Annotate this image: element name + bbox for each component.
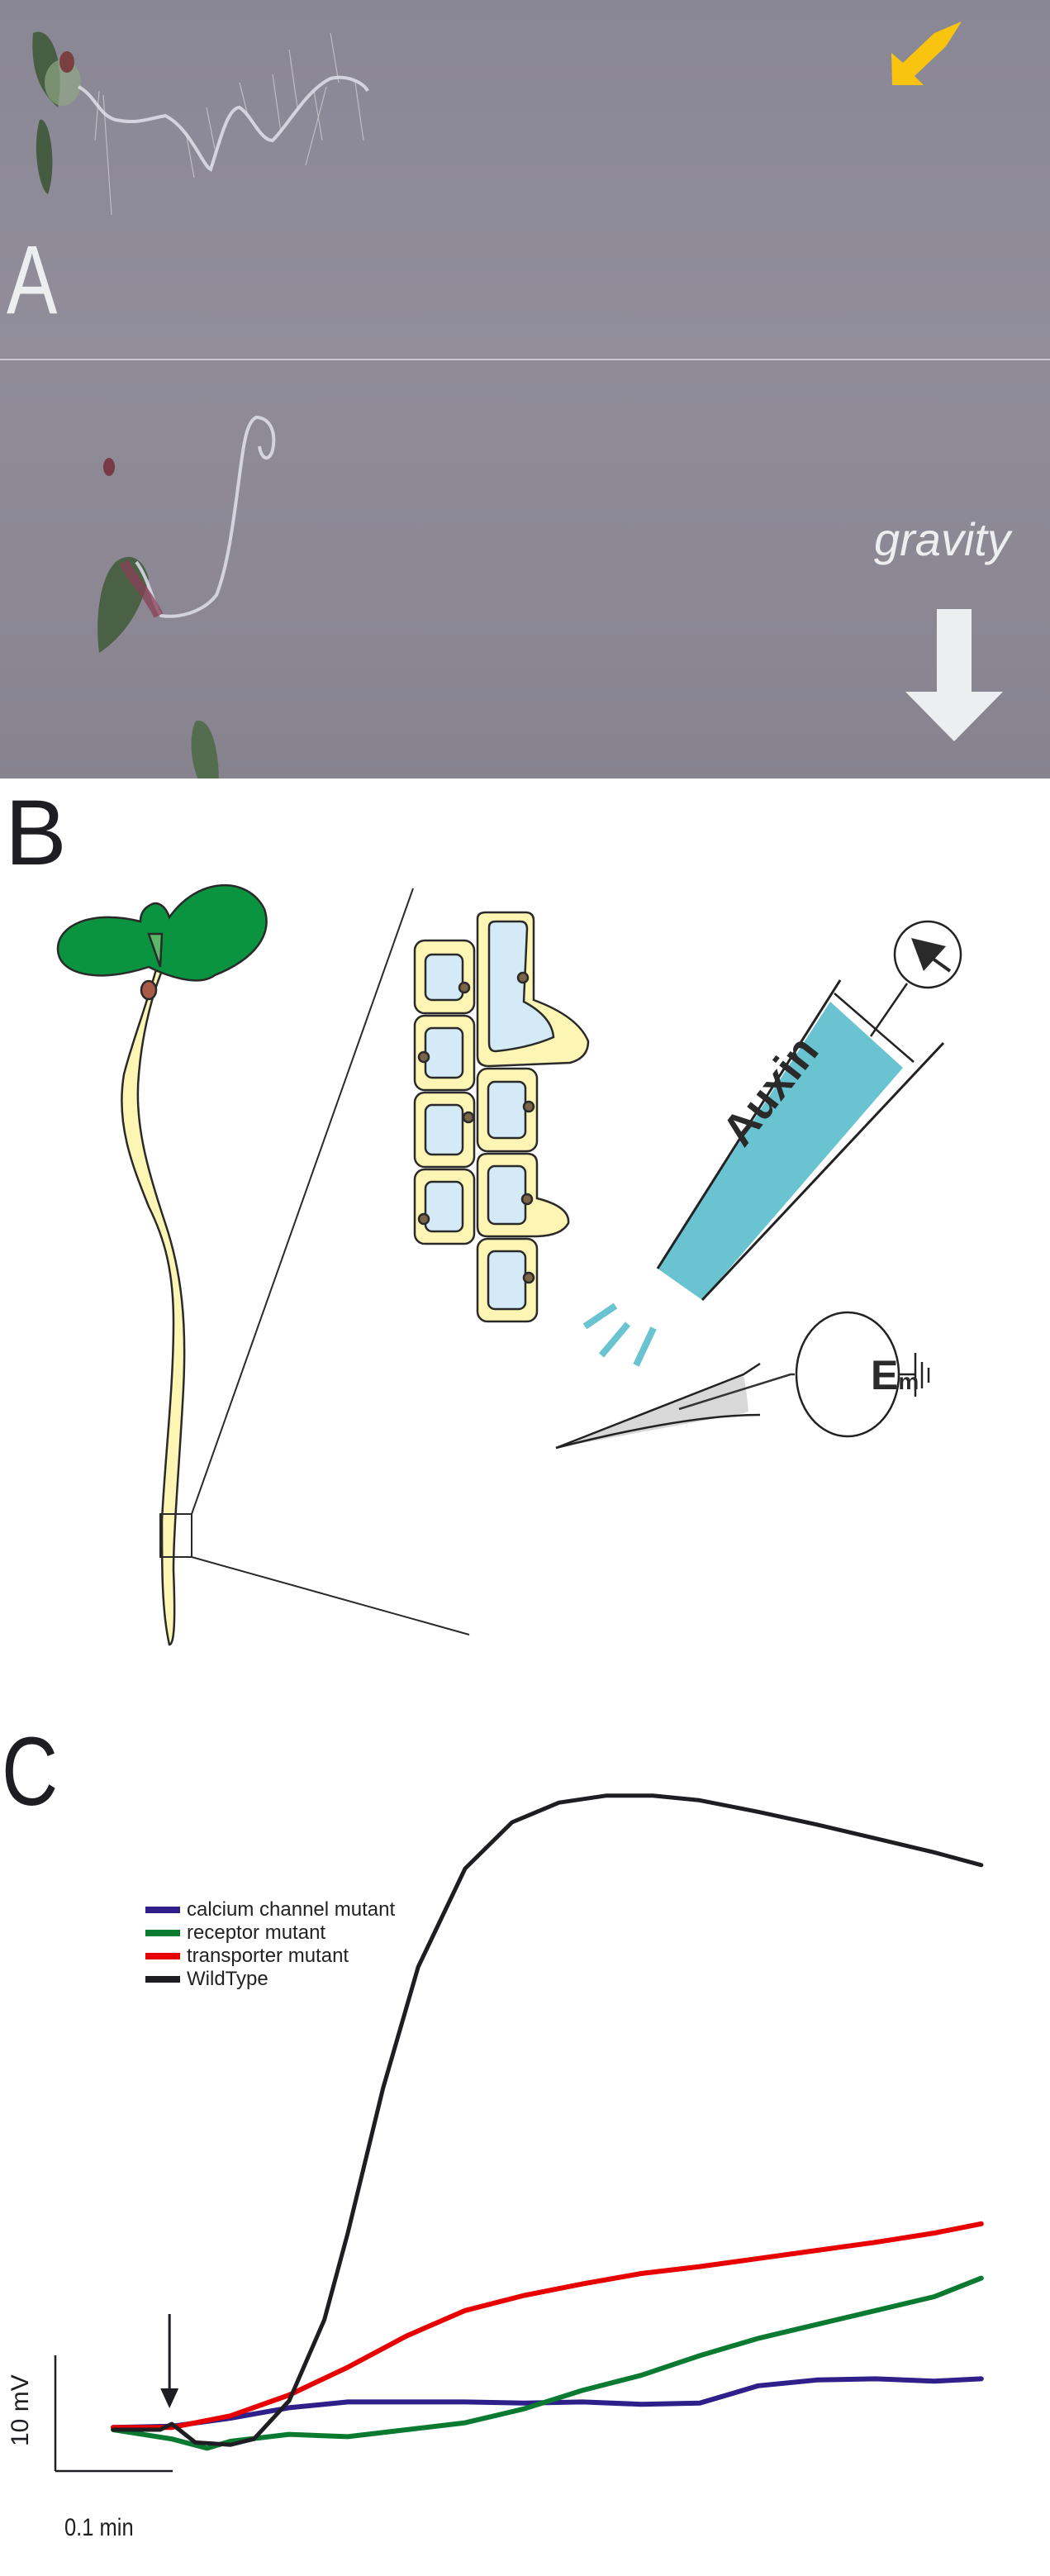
vacuole [424, 1103, 464, 1156]
shoot-apex [147, 932, 164, 968]
root-hairs [94, 32, 364, 216]
scale-bars [54, 2355, 173, 2473]
nucleus [520, 1193, 534, 1206]
nucleus [417, 1212, 430, 1226]
nucleus [458, 981, 471, 994]
panel-a-seedlings [32, 21, 1003, 779]
nucleus [522, 1271, 535, 1284]
legend-swatch [145, 1976, 180, 1983]
series-line-transporter-mutant [111, 2221, 984, 2431]
hypocotyl [119, 559, 164, 618]
legend-swatch [145, 1953, 180, 1959]
series-layer [111, 1793, 984, 2451]
vacuole [424, 1026, 464, 1079]
panel-c-chart [54, 1793, 984, 2473]
arrow-cursor-icon [911, 938, 946, 971]
chart-legend: calcium channel mutant receptor mutant t… [145, 1898, 395, 1991]
legend-label: transporter mutant [187, 1945, 349, 1967]
auxin-spray [582, 1302, 657, 1367]
seedling-diagram [56, 883, 268, 1646]
legend-item: calcium channel mutant [145, 1898, 395, 1921]
auxin-pipette [582, 920, 962, 1367]
vacuole [487, 920, 555, 1053]
gravity-label: gravity [874, 513, 1010, 565]
nucleus [462, 1111, 475, 1124]
zoom-line-top [191, 888, 414, 1515]
vacuole [487, 1164, 527, 1226]
cotyledon-leaf [36, 119, 53, 194]
nucleus [417, 1050, 430, 1064]
zoom-line-bottom [191, 1556, 470, 1636]
seed-coat [140, 979, 158, 1001]
root-cells [413, 911, 590, 1323]
series-line-wildtype [111, 1793, 984, 2447]
legend-item: WildType [145, 1968, 395, 1991]
membrane-potential-label: Em [871, 1351, 919, 1399]
vacuole [424, 1180, 464, 1233]
seedling-bottom [97, 415, 276, 779]
hypocotyl [45, 60, 81, 106]
stem [121, 954, 186, 1646]
panel-a-photo-bottom [0, 360, 1050, 779]
scale-bar-y-label: 10 mV [7, 2374, 34, 2446]
application-arrow-icon [160, 2388, 179, 2408]
legend-swatch [145, 1907, 180, 1913]
panel-letter-a: A [7, 226, 58, 335]
panel-letter-b: B [5, 781, 67, 884]
gravity-down-arrow-icon [905, 609, 1003, 741]
em-main: E [871, 1352, 899, 1398]
panel-a-divider [0, 359, 1050, 360]
legend-label: receptor mutant [187, 1921, 326, 1944]
nucleus [516, 971, 530, 984]
legend-label: WildType [187, 1968, 268, 1990]
em-subscript: m [898, 1369, 919, 1394]
annotation-layer [160, 2314, 179, 2408]
vacuole [487, 1250, 527, 1311]
panel-b-diagram [56, 883, 962, 1646]
panel-a-photo-top [0, 0, 1050, 359]
panel-letter-c: C [2, 1717, 59, 1826]
vacuole [424, 953, 464, 1002]
legend-item: transporter mutant [145, 1945, 395, 1968]
auxin-solution [658, 1002, 903, 1300]
legend-item: receptor mutant [145, 1921, 395, 1945]
root [135, 415, 276, 618]
electrode [555, 1311, 930, 1450]
cotyledon-leaf [191, 720, 219, 779]
scale-bar-x-label: 0.1 min [64, 2514, 134, 2541]
series-line-calcium-channel-mutant [111, 2376, 984, 2431]
nucleus [522, 1100, 535, 1113]
legend-swatch [145, 1930, 180, 1936]
seedling-top [32, 31, 369, 216]
vacuole [487, 1080, 527, 1140]
zoom-region-box [159, 1513, 192, 1558]
cotyledon [56, 883, 268, 982]
root-tip-arrow-icon [891, 21, 962, 85]
root [77, 75, 369, 172]
series-line-receptor-mutant [111, 2275, 984, 2451]
legend-label: calcium channel mutant [187, 1898, 396, 1921]
seed-coat [103, 458, 115, 476]
seed-coat [59, 51, 74, 73]
